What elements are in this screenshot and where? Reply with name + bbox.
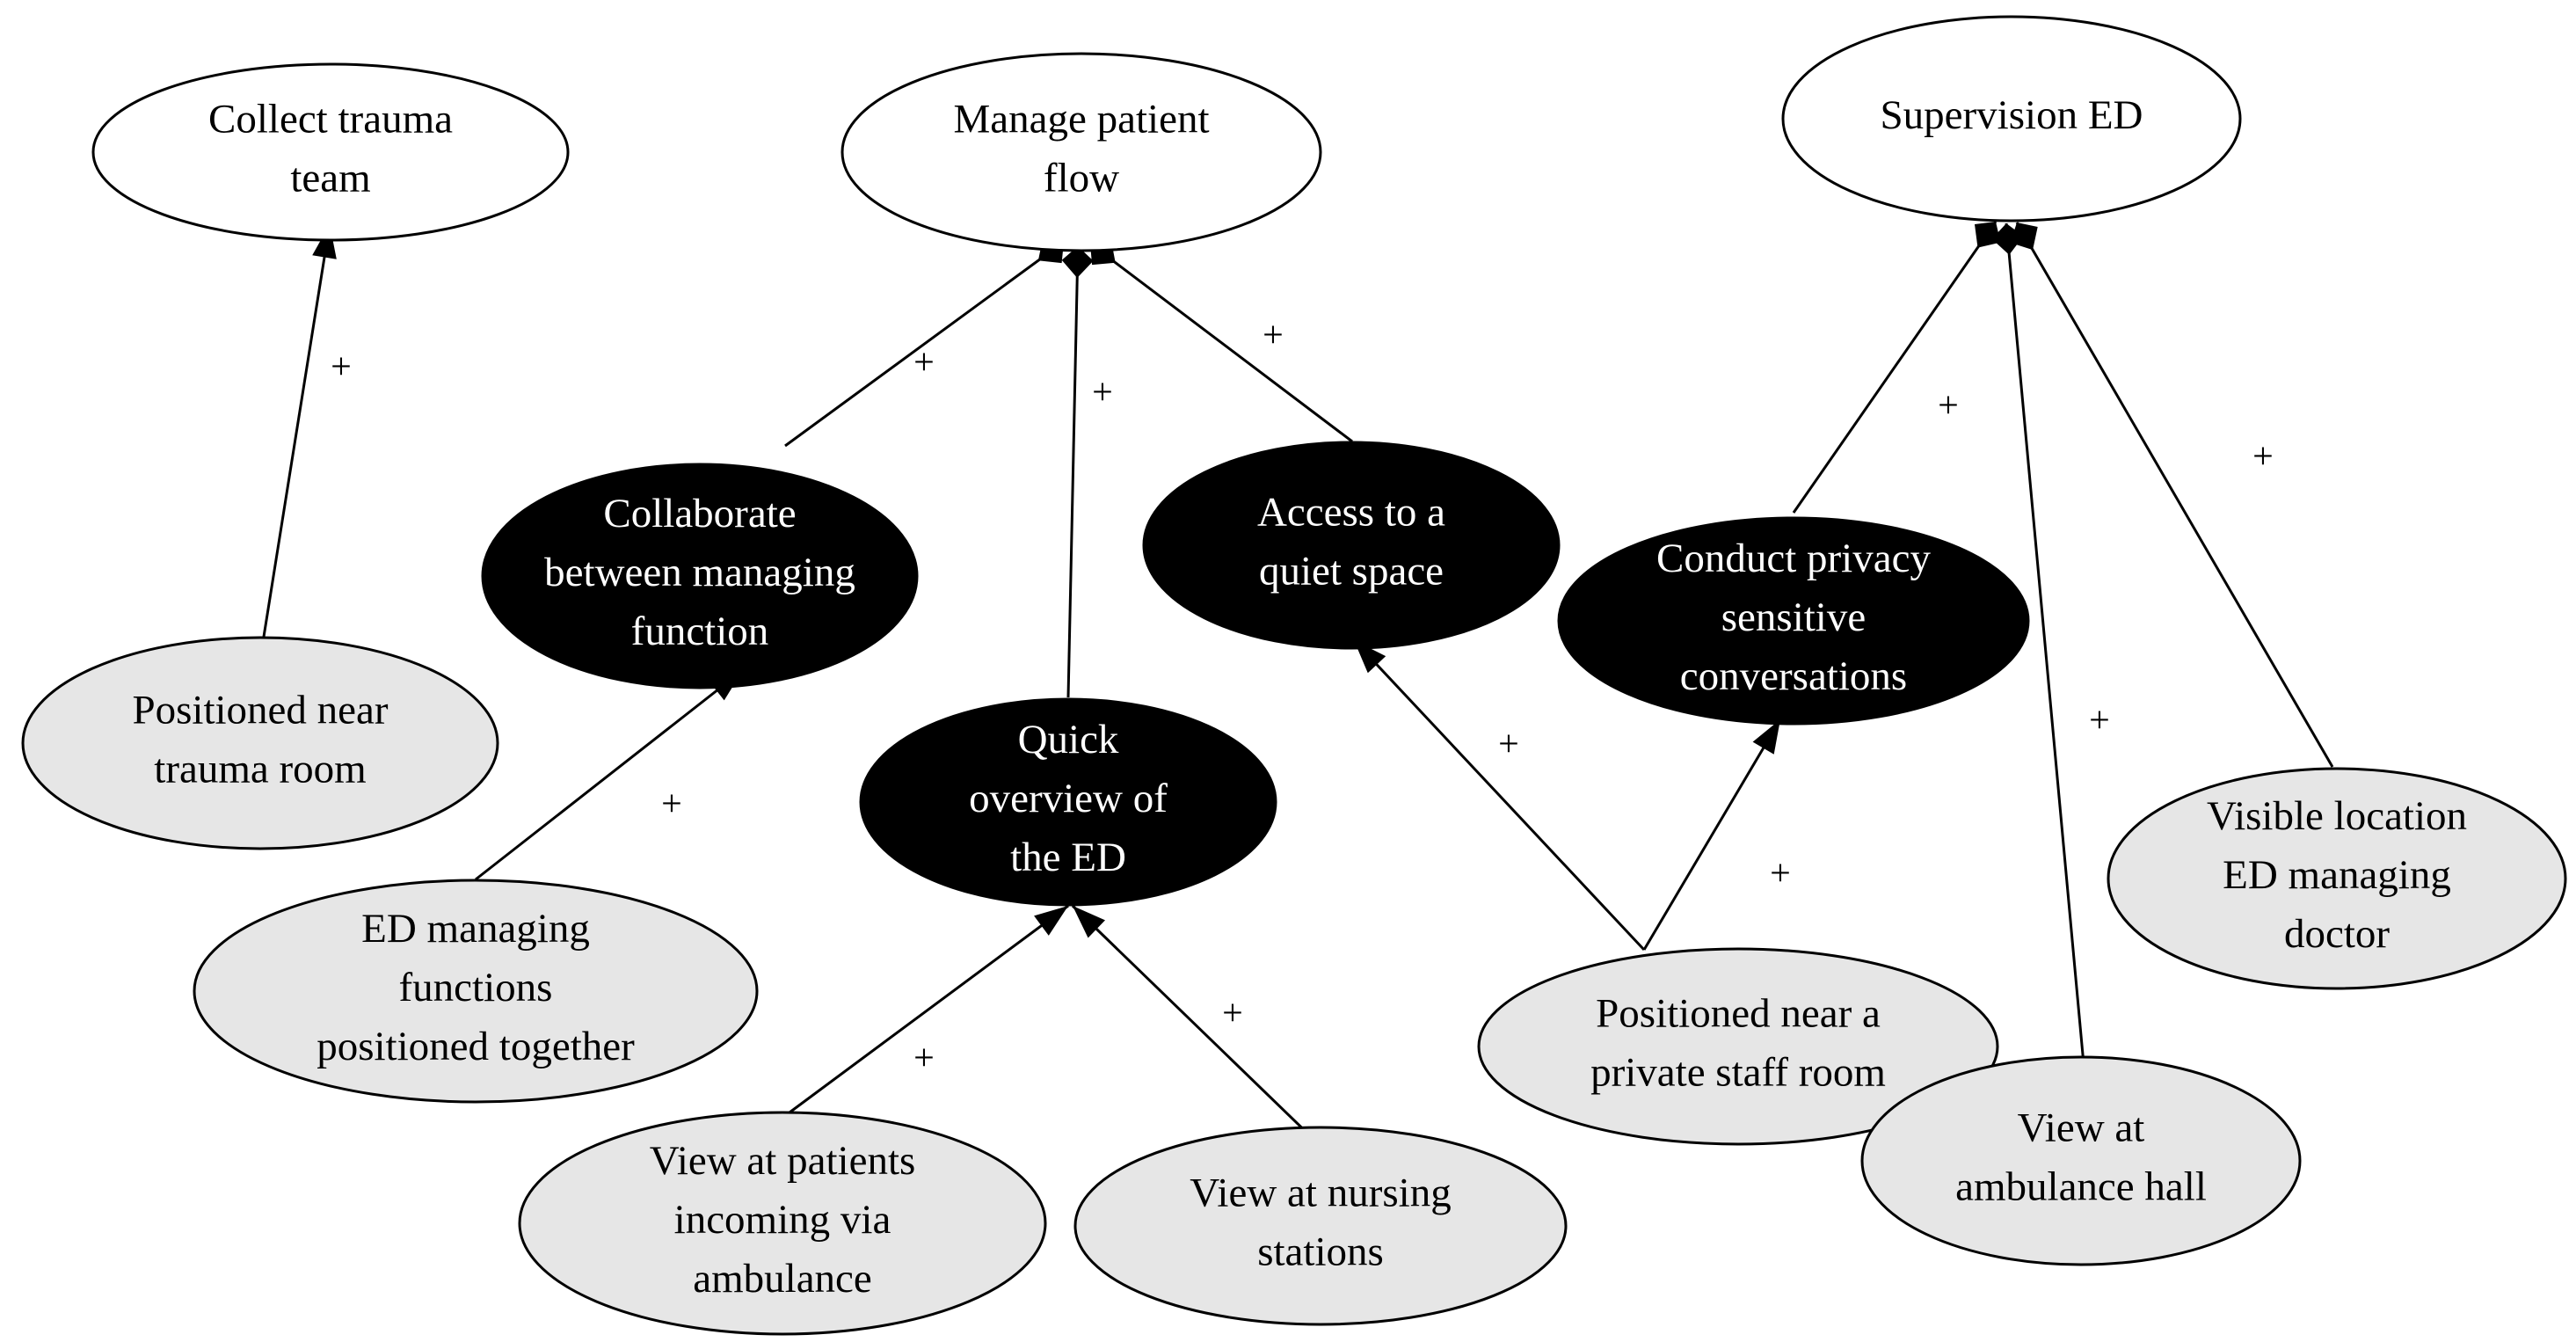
edge-quick-overview-of-the-ed-to-manage-patient-flow: [1061, 245, 1094, 698]
edge-label-plus: +: [1263, 316, 1284, 356]
node-label-line: quiet space: [1259, 548, 1444, 594]
edge-access-to-a-quiet-space-to-manage-patient-flow: [1089, 239, 1353, 443]
node-collaborate-between-managing-function: Collaborate between managing function: [481, 463, 919, 689]
node-label-line: conversations: [1680, 653, 1907, 699]
arrowhead-icon: [1073, 906, 1105, 938]
edge-positioned-near-a-private-staff-room-to-conduct-privacy-sensitive-conversations: [1642, 718, 1782, 951]
node-label-line: Visible location: [2207, 793, 2467, 839]
softgoal-ellipse: [1142, 441, 1561, 650]
node-label-line: private staff room: [1590, 1049, 1886, 1095]
node-label-line: flow: [1044, 155, 1119, 201]
edge-view-at-patients-incoming-via-ambulance-to-quick-overview-of-the-ed: [789, 904, 1069, 1114]
node-positioned-near-trauma-room: Positioned near trauma room: [21, 636, 499, 850]
task-ellipse: [1477, 947, 1999, 1146]
edge-view-at-nursing-stations-to-quick-overview-of-the-ed: [1071, 904, 1322, 1148]
task-ellipse: [21, 636, 499, 850]
edge-label-plus: +: [2252, 437, 2274, 478]
node-label-line: the ED: [1010, 835, 1126, 880]
edge-ed-managing-functions-positioned-together-to-collaborate-between-managing-function: [475, 668, 744, 881]
task-ellipse: [2107, 767, 2567, 990]
node-label-line: Positioned near: [132, 687, 388, 733]
node-quick-overview-of-the-ed: Quick overview of the ED: [859, 697, 1277, 907]
node-label-line: team: [290, 155, 370, 201]
node-label-line: ED managing: [2223, 852, 2451, 898]
edge-label-plus: +: [331, 347, 352, 388]
node-supervision-ed: Supervision ED: [1781, 15, 2242, 222]
node-view-at-nursing-stations: View at nursing stations: [1073, 1126, 1568, 1326]
goal-ellipse: [840, 52, 1322, 252]
node-label-line: ambulance: [693, 1256, 872, 1302]
node-conduct-privacy-sensitive-conversations: Conduct privacy sensitive conversations: [1557, 516, 2030, 726]
edge-label-plus: +: [913, 343, 935, 383]
edge-labels-layer: + + + + + + + + + + + +: [331, 316, 2274, 1079]
node-label-line: trauma room: [154, 746, 366, 791]
edge-visible-location-ed-managing-doctor-to-supervision-ed: [2010, 222, 2334, 768]
edge-positioned-near-trauma-room-to-collect-trauma-team: [262, 223, 337, 638]
edge-label-plus: +: [1092, 373, 1113, 413]
node-label-line: between managing: [544, 550, 855, 595]
node-label-line: stations: [1257, 1229, 1384, 1274]
node-label-line: Positioned near a: [1596, 990, 1881, 1036]
node-label-line: View at: [2018, 1105, 2145, 1150]
node-label-line: ED managing: [361, 906, 590, 952]
node-label-line: View at patients: [650, 1138, 916, 1184]
nodes-layer: Collect trauma team Manage patient flow Supe…: [21, 15, 2567, 1336]
task-ellipse: [1073, 1126, 1568, 1326]
decomposition-marker: [2010, 222, 2038, 251]
softgoal-ellipse: [481, 463, 919, 689]
node-label-line: positioned together: [317, 1024, 635, 1069]
node-label-line: overview of: [969, 776, 1168, 821]
node-label-line: sensitive: [1721, 594, 1866, 640]
node-label-line: doctor: [2284, 911, 2390, 957]
edge-collaborate-between-managing-function-to-manage-patient-flow: [784, 237, 1065, 448]
edge-label-plus: +: [913, 1039, 935, 1079]
softgoal-ellipse: [859, 697, 1277, 907]
node-positioned-near-a-private-staff-room: Positioned near a private staff room: [1477, 947, 1999, 1146]
node-label-line: Manage patient: [953, 96, 1209, 142]
goal-ellipse: [91, 62, 570, 242]
node-visible-location-ed-managing-doctor: Visible location ED managing doctor: [2107, 767, 2567, 990]
node-label-line: incoming via: [674, 1197, 891, 1243]
arrowhead-icon: [1752, 719, 1780, 755]
node-label-line: Conduct privacy: [1656, 536, 1931, 581]
edge-conduct-privacy-sensitive-conversations-to-supervision-ed: [1792, 221, 2001, 514]
task-ellipse: [193, 879, 759, 1104]
edge-positioned-near-a-private-staff-room-to-access-to-a-quiet-space: [1352, 638, 1646, 952]
goal-ellipse: [1781, 15, 2242, 222]
decomposition-marker: [1061, 246, 1094, 278]
edge-label-plus: +: [1222, 994, 1243, 1034]
edge-label-plus: +: [2089, 701, 2110, 741]
node-label-line: ambulance hall: [1955, 1163, 2207, 1209]
task-ellipse: [1860, 1055, 2302, 1266]
node-label-line: functions: [399, 965, 553, 1010]
node-label-line: Supervision ED: [1881, 92, 2143, 138]
edge-label-plus: +: [1770, 854, 1791, 894]
edge-label-plus: +: [1498, 725, 1519, 765]
node-view-at-ambulance-hall: View at ambulance hall: [1860, 1055, 2302, 1266]
task-ellipse: [518, 1111, 1047, 1336]
node-label-line: Collect trauma: [208, 96, 453, 142]
node-view-at-patients-incoming-via-ambulance: View at patients incoming via ambulance: [518, 1111, 1047, 1336]
decomposition-marker: [1975, 222, 2001, 248]
node-manage-patient-flow: Manage patient flow: [840, 52, 1322, 252]
edge-label-plus: +: [661, 784, 682, 825]
node-label-line: View at nursing: [1190, 1170, 1451, 1215]
edge-label-plus: +: [1938, 386, 1959, 427]
arrowhead-icon: [1034, 906, 1068, 936]
node-label-line: Collaborate: [603, 491, 796, 536]
softgoal-ellipse: [1557, 516, 2030, 726]
node-access-to-a-quiet-space: Access to a quiet space: [1142, 441, 1561, 650]
node-label-line: Quick: [1018, 717, 1119, 762]
node-collect-trauma-team: Collect trauma team: [91, 62, 570, 242]
node-label-line: Access to a: [1257, 489, 1445, 535]
node-ed-managing-functions-positioned-together: ED managing functions positioned together: [193, 879, 759, 1104]
node-label-line: function: [631, 609, 769, 654]
